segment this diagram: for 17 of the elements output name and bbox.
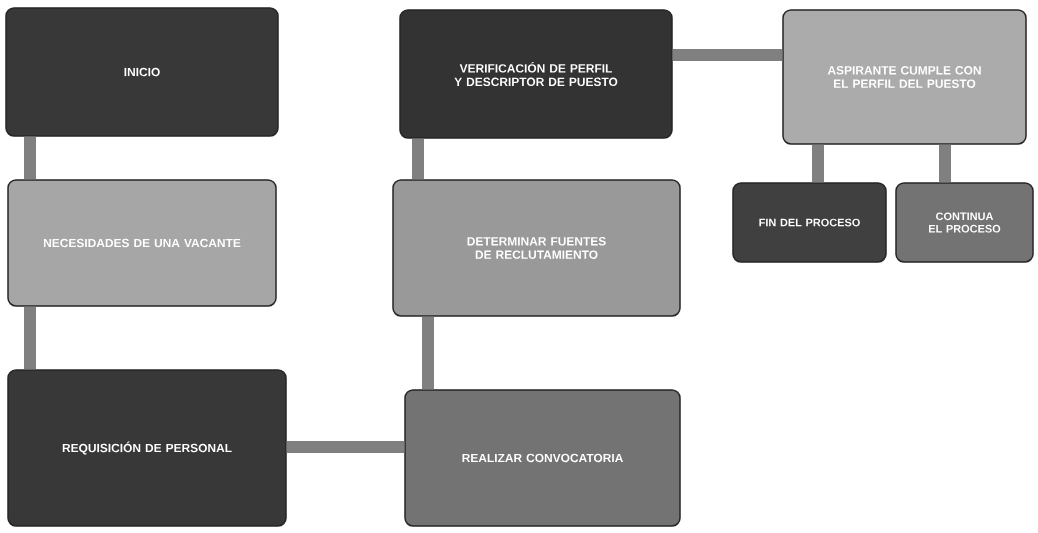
connector-bar (939, 144, 951, 183)
process-box: VERIFICACIÓN DE PERFIL Y DESCRIPTOR DE PUESTO (399, 9, 673, 139)
process-box: REQUISICIÓN DE PERSONAL (7, 369, 287, 527)
connector-bar (672, 49, 783, 61)
connector-bar (412, 138, 424, 180)
process-box: ASPIRANTE CUMPLE CON EL PERFIL DEL PUESTO (782, 9, 1027, 145)
connector-bar (24, 136, 36, 180)
connector-bar (24, 306, 36, 370)
connector-bar (422, 316, 434, 390)
connector-bar (286, 441, 405, 453)
process-box: INICIO (5, 7, 279, 137)
process-box: DETERMINAR FUENTES DE RECLUTAMIENTO (392, 179, 681, 317)
process-box: FIN DEL PROCESO (732, 182, 887, 263)
process-box: REALIZAR CONVOCATORIA (404, 389, 681, 527)
connector-bar (812, 144, 824, 183)
process-box: NECESIDADES DE UNA VACANTE (7, 179, 277, 307)
process-box: CONTINUA EL PROCESO (895, 182, 1034, 263)
